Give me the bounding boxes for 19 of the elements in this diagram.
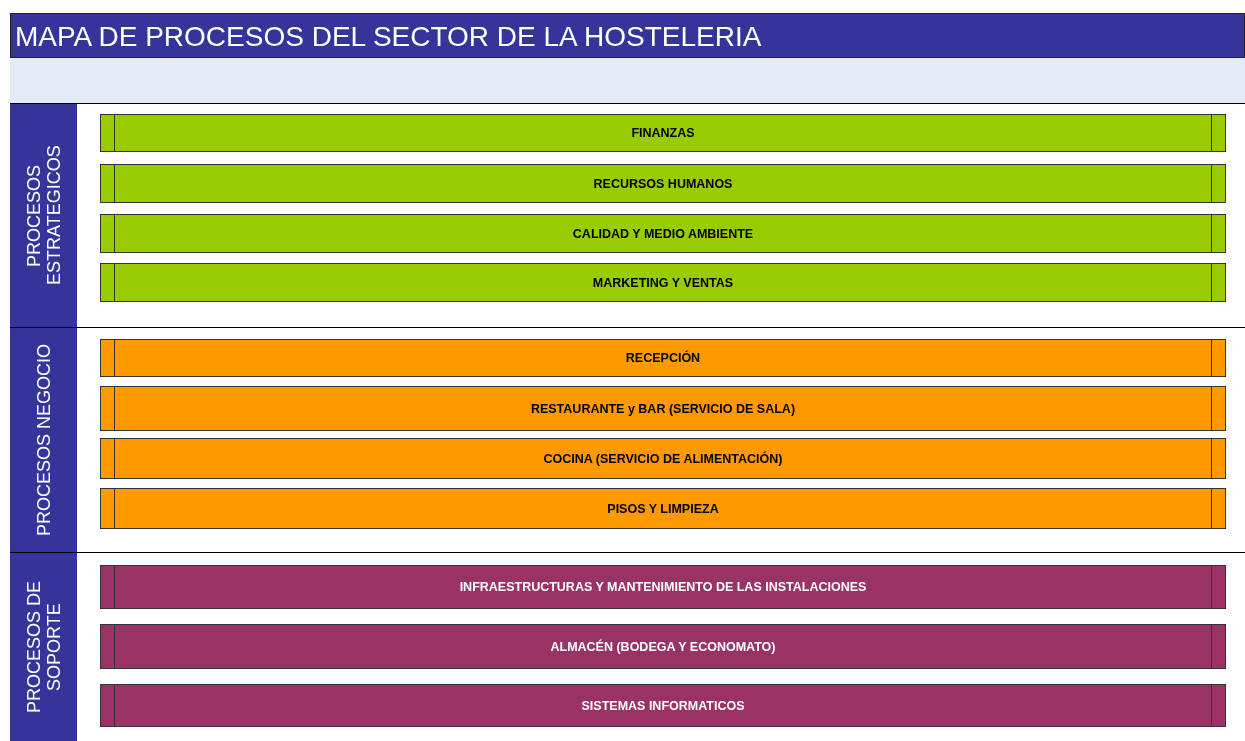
process-box: ALMACÉN (BODEGA Y ECONOMATO) bbox=[100, 624, 1226, 669]
process-box: RESTAURANTE y BAR (SERVICIO DE SALA) bbox=[100, 386, 1226, 431]
process-box: COCINA (SERVICIO DE ALIMENTACIÓN) bbox=[100, 438, 1226, 479]
process-box: FINANZAS bbox=[100, 114, 1226, 152]
process-box: PISOS Y LIMPIEZA bbox=[100, 488, 1226, 529]
process-band bbox=[10, 327, 1245, 552]
process-box: RECEPCIÓN bbox=[100, 339, 1226, 377]
process-box: RECURSOS HUMANOS bbox=[100, 164, 1226, 203]
process-box: MARKETING Y VENTAS bbox=[100, 263, 1226, 302]
process-box: SISTEMAS INFORMATICOS bbox=[100, 684, 1226, 727]
title-bar: MAPA DE PROCESOS DEL SECTOR DE LA HOSTELERIA bbox=[10, 13, 1245, 58]
process-band bbox=[10, 103, 1245, 327]
band-title: PROCESOS DE SOPORTE bbox=[10, 553, 77, 741]
band-title: PROCESOS NEGOCIO bbox=[10, 328, 77, 552]
subtitle-band bbox=[10, 58, 1245, 103]
band-title: PROCESOS ESTRATEGICOS bbox=[10, 104, 77, 327]
process-box: CALIDAD Y MEDIO AMBIENTE bbox=[100, 214, 1226, 253]
process-band bbox=[10, 552, 1245, 741]
process-box: INFRAESTRUCTURAS Y MANTENIMIENTO DE LAS INSTALACIONES bbox=[100, 565, 1226, 609]
